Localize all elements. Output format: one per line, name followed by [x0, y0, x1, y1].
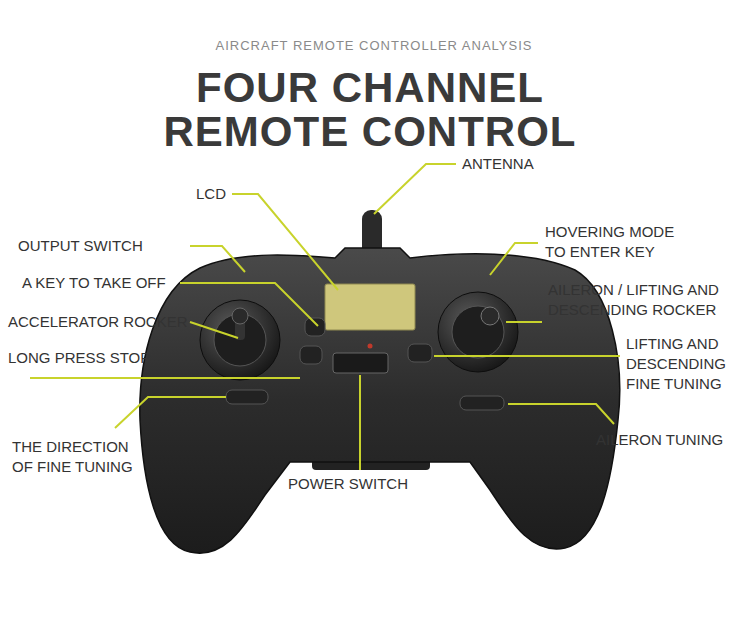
controller-body — [140, 248, 620, 553]
part-label: LCD — [196, 184, 256, 204]
part-label: AILERON / LIFTING AND DESCENDING ROCKER — [548, 280, 734, 320]
header: AIRCRAFT REMOTE CONTROLLER ANALYSIS — [4, 36, 740, 56]
part-label: THE DIRECTION OF FINE TUNING — [12, 437, 142, 477]
stop-button — [300, 346, 322, 364]
part-label: ANTENNA — [462, 154, 592, 174]
fine-tune-button — [408, 344, 432, 362]
part-label: OUTPUT SWITCH — [18, 236, 188, 256]
power-switch — [333, 353, 388, 373]
aileron-trim — [460, 396, 504, 410]
title: FOUR CHANNEL REMOTE CONTROL — [120, 66, 620, 154]
left-stick-top — [232, 308, 248, 324]
power-led — [368, 344, 373, 349]
right-stick-top — [481, 307, 499, 325]
direction-trim — [226, 390, 268, 404]
part-label: ACCELERATOR ROCKER — [8, 312, 198, 332]
right-stick-ring — [452, 306, 504, 358]
part-label: LIFTING AND DESCENDING FINE TUNING — [626, 334, 734, 394]
takeoff-button — [305, 318, 325, 336]
part-label: A KEY TO TAKE OFF — [22, 273, 197, 293]
part-label: LONG PRESS STOP — [8, 348, 188, 368]
right-stick-base — [438, 292, 518, 372]
left-stick-base — [200, 300, 280, 380]
part-label: POWER SWITCH — [288, 474, 488, 494]
part-label: AILERON TUNING — [596, 430, 736, 450]
part-label: HOVERING MODE TO ENTER KEY — [545, 222, 695, 262]
lcd-screen — [325, 284, 415, 330]
